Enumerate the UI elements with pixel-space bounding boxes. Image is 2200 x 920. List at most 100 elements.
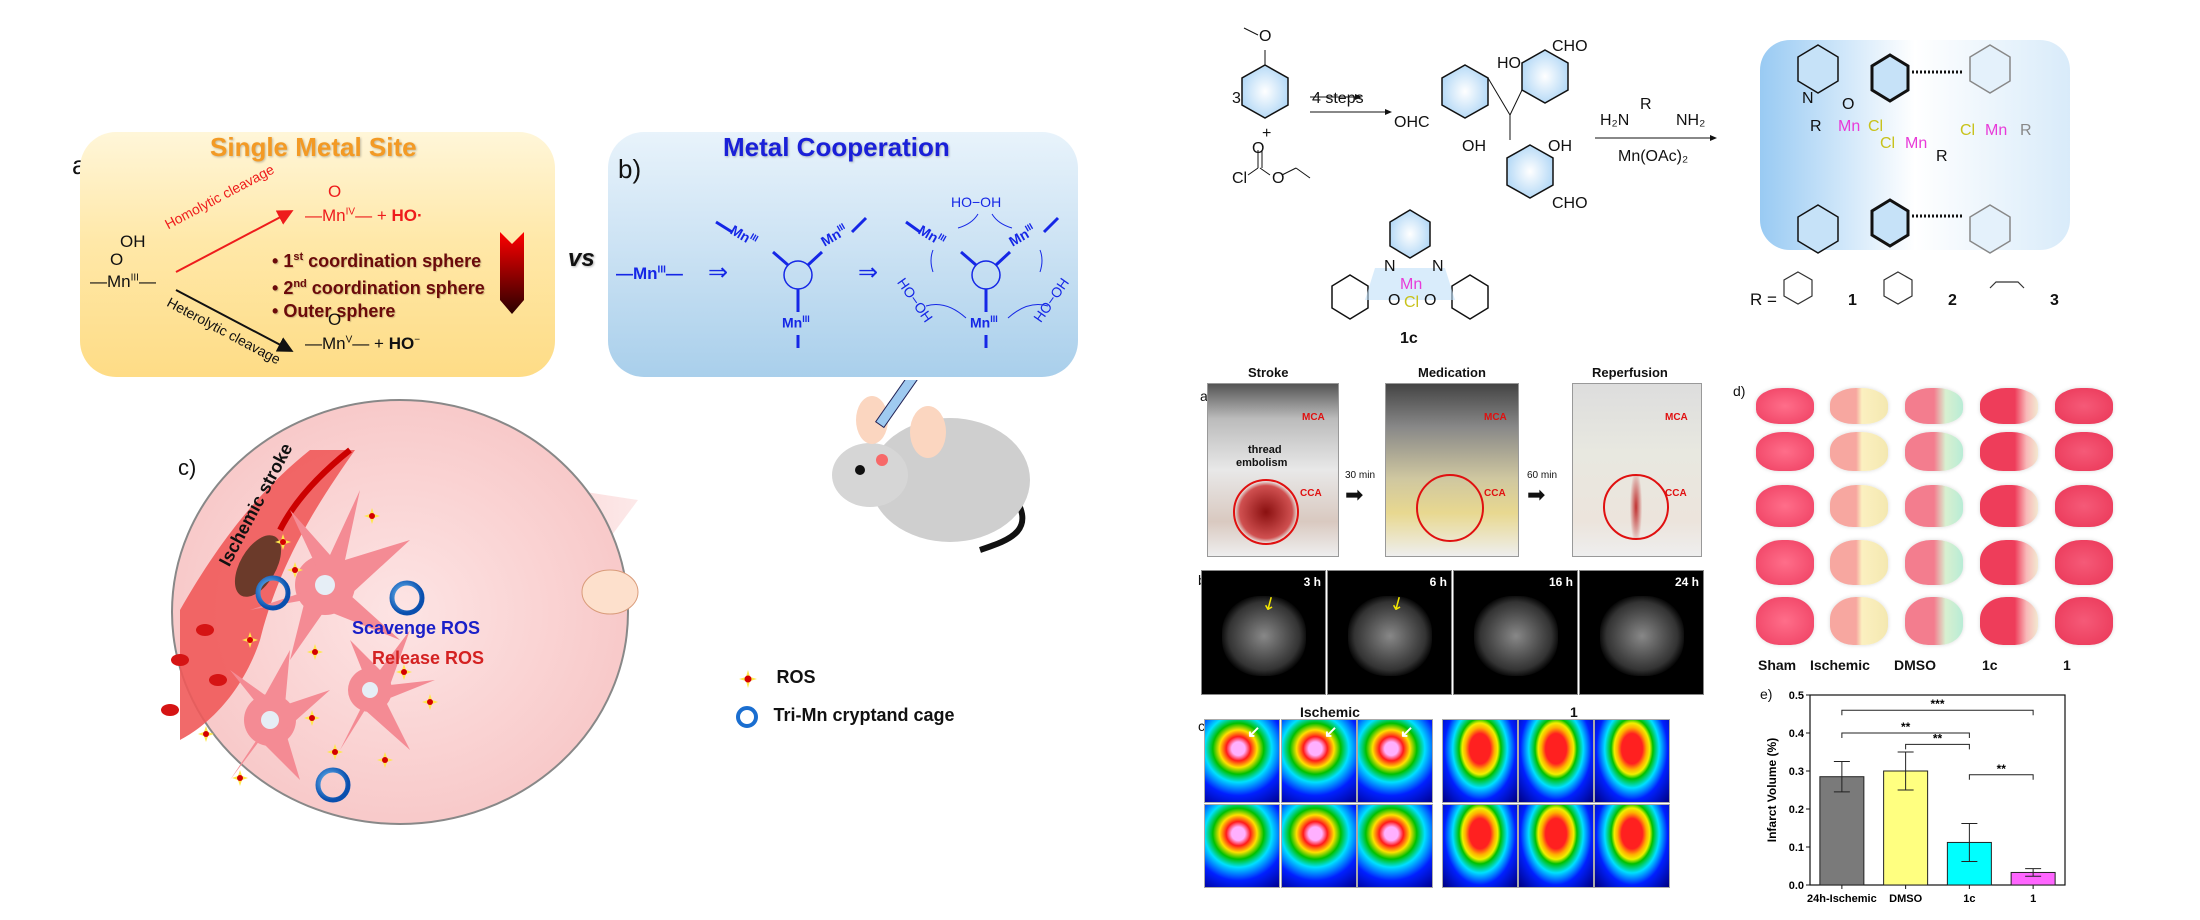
transition-30min: 30 min [1345,470,1376,481]
arrow-2: ⇒ [858,259,879,286]
arrow-indicator-icon: ↙ [1324,724,1338,741]
pet-group-ischemic: Ischemic [1300,704,1360,720]
x-tick-label: DMSO [1889,893,1922,905]
ttc-brain-slice [2055,597,2113,645]
significance-bracket [1968,774,2034,780]
salen-diimine-ring [1389,209,1431,259]
y-tick-label: 0.4 [1789,728,1805,740]
ttc-brain-slice [1905,485,1963,527]
ttc-brain-slice [1980,597,2038,645]
panel-c2-label: c) [1198,718,1210,734]
tag-cca: CCA [1484,488,1506,499]
metal-salt: Mn(OAc)₂ [1618,148,1689,165]
r-def-prefix: R = [1750,290,1777,309]
panel-d-label: d) [1733,383,1746,399]
release-ros-label: Release ROS [372,648,485,668]
step-title-stroke: Stroke [1248,365,1289,380]
salen-cl: Cl [1404,294,1420,311]
salen-mn: Mn [1400,276,1423,293]
panel-b-title: Metal Cooperation [723,132,950,162]
significance-bracket [1841,709,2034,716]
ttc-col-1c: 1c [1982,657,1998,673]
ttc-brain-slice [1830,597,1888,645]
trimer-diagrams [715,213,1060,348]
panel-c-label: c) [178,455,197,480]
neuron-nucleus [261,711,279,729]
brain-icon [581,569,639,615]
oh-label-1: OH [1462,138,1486,155]
ros-star-icon [739,669,757,688]
homolytic-oxo: O [328,182,342,201]
r-label-2: 2 [1948,292,1957,309]
legend-ros: ROS [738,667,815,689]
reactant-mn: —MnIII— [90,272,156,291]
ttc-brain-slice [2055,485,2113,527]
aldehyde-ring-3 [1506,144,1554,199]
pet-image-treated [1518,719,1594,803]
plot-frame [1809,694,2066,886]
mouse-drawing [832,380,1030,553]
reactant-oh: OH [120,232,146,251]
ttc-brain-slice [1980,432,2038,471]
x-tick-label: 1c [1963,893,1975,905]
cho-bottom: CHO [1552,195,1588,212]
ttc-brain-slice [2055,432,2113,471]
panel-a-title: Single Metal Site [210,132,417,162]
bullet-item: • Outer sphere [272,301,396,321]
aldehyde-ring-1 [1441,64,1489,119]
neuron-nucleus [362,682,378,698]
panel-metal-cooperation: b) Metal Cooperation —MnIII— ⇒ [608,132,1078,377]
tag-thread: thread [1248,444,1282,456]
r-label-3: 3 [2050,292,2059,309]
cryptand-cage-fill [1760,40,2070,250]
down-gradient-arrow [500,232,524,314]
r-label-1: 1 [1848,292,1857,309]
stroke-illustration [161,380,1030,825]
y-tick-label: 0.3 [1789,766,1804,778]
scavenge-ros-label: Scavenge ROS [352,618,481,638]
ttc-brain-slice [1980,388,2038,424]
anisole-ring [1241,64,1289,119]
arrow-1: ⇒ [708,259,729,286]
cage-cl-mid: Cl [1880,135,1896,152]
ohc-label: OHC [1394,114,1430,131]
homolytic-product: —MnIV— + HO· [305,206,423,225]
pet-image-ischemic [1204,804,1280,888]
ttc-brain-slice [1830,388,1888,424]
homolytic-arrow [175,210,294,273]
ttc-brain-slice [1905,432,1963,471]
pet-image-ischemic: ↙ [1281,719,1357,803]
heterolytic-product: —MnV— + HO− [305,334,421,353]
mri-6h: 6 h ↙ [1327,570,1452,695]
ttc-brain-slice [1756,432,1814,471]
cage-r-mid: R [1936,148,1948,165]
reagent-coefficient: 3 [1232,90,1241,107]
vs-label: vs [568,245,595,272]
cage-mn-right: Mn [1985,122,2008,139]
mri-16h: 16 h [1453,570,1578,695]
r-group-ethylene [1989,281,2025,289]
blood-vessel [180,450,355,740]
pet-image-treated [1594,719,1670,803]
ttc-col-ischemic: Ischemic [1810,657,1870,673]
salen-n-left: N [1384,258,1396,275]
pet-image-treated [1442,804,1518,888]
ttc-brain-slice [1905,388,1963,424]
photo-medication: MCA CCA [1385,383,1519,557]
significance-label: ** [1901,720,1911,734]
y-tick-label: 0.1 [1789,842,1804,854]
tag-mca: MCA [1302,412,1325,423]
ttc-col-sham: Sham [1758,657,1797,673]
trimer1-mn-bottom: MnIII [782,314,810,331]
neuron-nucleus [315,575,335,595]
salen-o-left: O [1388,292,1401,309]
heterolytic-arrow [175,289,294,352]
mri-3h: 3 h ↙ [1201,570,1326,695]
cage-o: O [1842,96,1855,113]
pet-image-treated [1442,719,1518,803]
bullet-item: • 1st coordination sphere [272,251,482,271]
r-group-cyclohexane [1883,271,1913,305]
oh-label-2: OH [1548,138,1572,155]
bullet-item: • 2nd coordination sphere [272,278,485,298]
x-tick-label: 1 [2030,893,2036,905]
